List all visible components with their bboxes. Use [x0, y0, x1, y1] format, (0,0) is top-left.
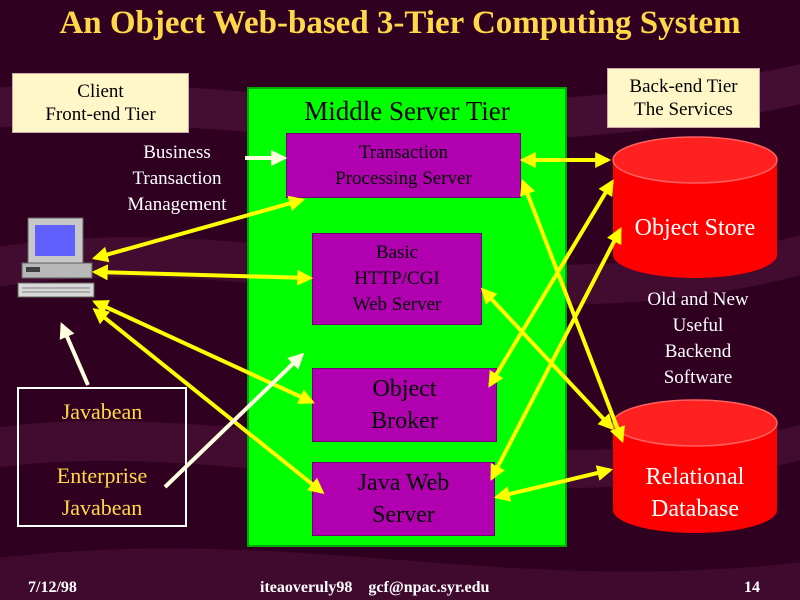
backend-tier-label: Back-end Tier The Services — [607, 68, 760, 128]
http-cgi-web-server: Basic HTTP/CGI Web Server — [312, 233, 482, 325]
backend-software-note: Old and New Useful Backend Software — [647, 289, 749, 388]
footer-date: 7/12/98 — [28, 579, 77, 596]
object-broker: Object Broker — [312, 368, 497, 442]
java-web-server: Java Web Server — [312, 462, 495, 536]
object-store-label: Object Store — [634, 215, 756, 241]
computer-icon-graphic — [17, 217, 95, 298]
arrow-javaweb-relational — [493, 465, 614, 502]
slide-title: An Object Web-based 3-Tier Computing Sys… — [59, 5, 741, 41]
middle-tier-title: Middle Server Tier — [304, 95, 510, 126]
arrow-client-javaweb — [92, 307, 325, 495]
footer-source: iteaoveruly98 gcf@npac.syr.edu — [260, 579, 490, 596]
relational-database-label: Relational Database — [645, 464, 745, 522]
arrow-client-http — [91, 264, 314, 286]
client-tier-label: Client Front-end Tier — [12, 73, 189, 133]
relational-database-cylinder — [612, 399, 778, 533]
arrow-client-tps — [91, 195, 306, 263]
arrow-tps-relational — [520, 179, 625, 443]
footer-page-number: 14 — [744, 579, 760, 596]
transaction-processing-server: Transaction Processing Server — [286, 133, 521, 198]
arrow-enterprise-broker — [163, 352, 305, 489]
object-store-cylinder — [612, 136, 778, 278]
arrow-javaweb-objectstore — [490, 227, 622, 481]
arrow-javabean-client — [59, 322, 90, 386]
arrow-client-broker — [92, 300, 315, 404]
